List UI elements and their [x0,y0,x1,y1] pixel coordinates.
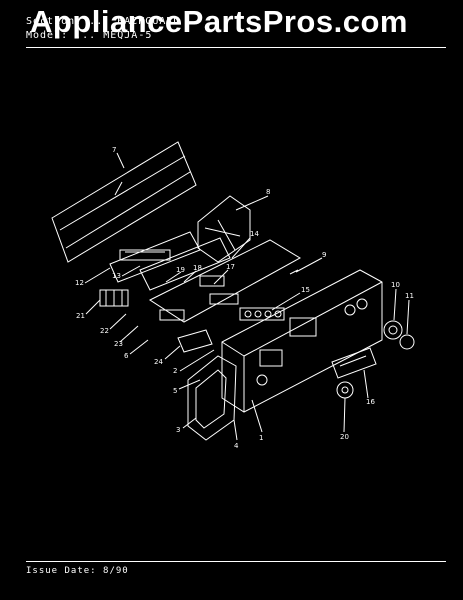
callout-14: 14 [250,230,259,238]
footer-rule [26,561,446,562]
drawing-header: Section: ... BACKGUARD Model: ... MEQJA-… [26,14,446,54]
callout-24: 24 [154,358,163,366]
indicator-plate [177,329,213,353]
control-board [109,231,231,291]
bottom-knob [336,381,354,399]
callout-5: 5 [173,387,177,395]
rear-cover-panel [51,141,197,263]
callout-18: 18 [193,264,202,272]
issue-date: Issue Date: 8/90 [26,566,129,576]
callout-7: 7 [112,146,116,154]
callout-9: 9 [322,251,326,259]
callout-6: 6 [124,352,129,360]
callout-16: 16 [366,398,375,406]
callout-8: 8 [266,188,270,196]
screw-part [289,269,299,275]
model-line: Model: ... MEQJA-5 [26,30,153,41]
leader-lines [84,152,410,441]
callout-15: 15 [301,286,310,294]
main-backguard-panel [221,269,383,413]
callout-labels: 7 8 9 10 11 12 13 14 15 16 17 18 19 20 2… [75,146,414,450]
callout-10: 10 [391,281,400,289]
end-cap [187,355,237,441]
knob-assembly [383,320,415,350]
callout-21: 21 [76,312,85,320]
callout-3: 3 [176,426,180,434]
bracket-part [197,195,251,263]
callout-22: 22 [100,327,109,335]
callout-23: 23 [114,340,123,348]
display-window [331,347,377,379]
inner-mounting-panel [148,239,302,323]
button-strip [239,307,285,321]
callout-17: 17 [226,263,235,271]
callout-13: 13 [112,272,121,280]
callout-4: 4 [234,442,239,450]
callout-1: 1 [259,434,263,442]
callout-19: 19 [176,266,185,274]
callout-2: 2 [173,367,177,375]
section-line: Section: ... BACKGUARD [26,16,181,27]
site-watermark: AppliancePartsPros.com [30,4,408,39]
switch-block [99,289,129,307]
callout-20: 20 [340,433,349,441]
header-rule [26,47,446,48]
callout-12: 12 [75,279,84,287]
callout-11: 11 [405,292,414,300]
